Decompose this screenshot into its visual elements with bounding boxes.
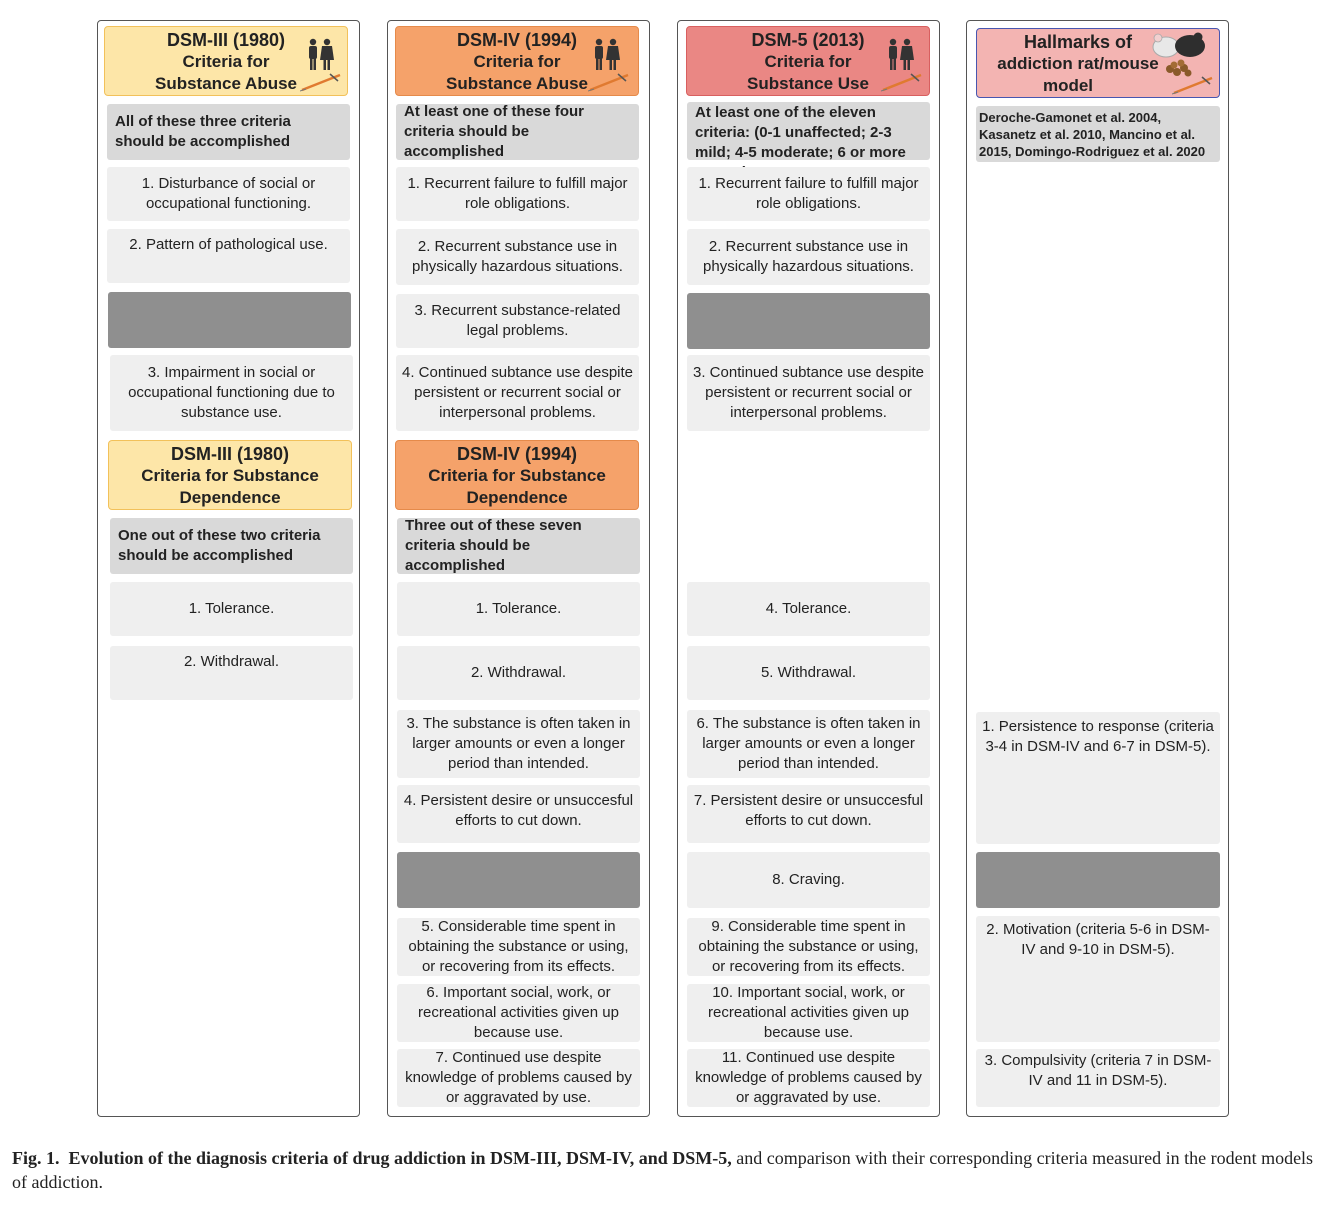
dsm5-empty-slot	[687, 293, 930, 349]
header-title: DSM-III (1980)	[166, 30, 286, 50]
dsm4-dependence-item-1: 1. Tolerance.	[397, 582, 640, 636]
dsm3-abuse-item-2: 2. Pattern of pathological use.	[107, 229, 350, 283]
dsm5-header: DSM-5 (2013) Criteria for Substance Use	[686, 26, 930, 96]
dsm3-abuse-rule: All of these three criteria should be ac…	[107, 104, 350, 160]
dsm3-abuse-item-1: 1. Disturbance of social or occupational…	[107, 167, 350, 221]
caption-bold-text: Evolution of the diagnosis criteria of d…	[68, 1148, 732, 1168]
dsm3-dependence-item-2: 2. Withdrawal.	[110, 646, 353, 700]
dsm4-abuse-item-4: 4. Continued subtance use despite persis…	[396, 355, 639, 431]
header-subtitle: Criteria for Substance	[141, 466, 319, 485]
header-subtitle: Criteria for	[182, 52, 270, 71]
dsm5-item-2: 2. Recurrent substance use in physically…	[687, 229, 930, 285]
dsm3-abuse-header: DSM-III (1980) Criteria for Substance Ab…	[104, 26, 348, 96]
dsm4-abuse-header: DSM-IV (1994) Criteria for Substance Abu…	[395, 26, 639, 96]
dsm4-dependence-item-5: 5. Considerable time spent in obtaining …	[397, 918, 640, 976]
dsm4-dependence-rule: Three out of these seven criteria should…	[397, 517, 640, 574]
syringe-icon	[881, 73, 922, 92]
header-subtitle: Criteria for Substance	[428, 466, 606, 485]
dsm5-item-3: 3. Continued subtance use despite persis…	[687, 355, 930, 431]
header-subtitle: Criteria for	[764, 52, 852, 71]
dsm4-dependence-item-4: 4. Persistent desire or unsuccesful effo…	[397, 785, 640, 843]
caption-text: and comparison with their corresponding …	[12, 1148, 1314, 1192]
dsm4-dependence-item-2: 2. Withdrawal.	[397, 646, 640, 700]
people-icon	[309, 38, 334, 70]
header-subtitle: Dependence	[466, 488, 568, 507]
header-subtitle: Dependence	[179, 488, 281, 507]
dsm5-item-4: 4. Tolerance.	[687, 582, 930, 636]
header-subtitle: model	[1042, 76, 1094, 95]
dsm4-dependence-item-3: 3. The substance is often taken in large…	[397, 710, 640, 778]
header-subtitle: Substance Use	[747, 74, 869, 93]
dsm4-abuse-item-3: 3. Recurrent substance-related legal pro…	[396, 294, 639, 348]
header-subtitle: Substance Abuse	[154, 74, 298, 93]
dsm4-dependence-item-7: 7. Continued use despite knowledge of pr…	[397, 1049, 640, 1107]
dsm5-item-6: 6. The substance is often taken in large…	[687, 710, 930, 778]
rodent-item-1: 1. Persistence to response (criteria 3-4…	[976, 712, 1220, 844]
dsm3-empty-slot	[108, 292, 351, 348]
dsm4-dependence-header: DSM-IV (1994) Criteria for Substance Dep…	[395, 440, 639, 510]
caption-label: Fig. 1.	[12, 1148, 60, 1168]
header-title: DSM-III (1980)	[170, 444, 290, 464]
syringe-icon	[1172, 76, 1213, 95]
header-title: Hallmarks of	[1023, 32, 1133, 52]
rodent-item-3: 3. Compulsivity (criteria 7 in DSM-IV an…	[976, 1049, 1220, 1107]
dsm5-item-5: 5. Withdrawal.	[687, 646, 930, 700]
dsm3-dependence-header: DSM-III (1980) Criteria for Substance De…	[108, 440, 352, 510]
rodent-item-2: 2. Motivation (criteria 5-6 in DSM-IV an…	[976, 916, 1220, 1042]
dsm5-item-1: 1. Recurrent failure to fulfill major ro…	[687, 167, 930, 221]
dsm3-dependence-rule: One out of these two criteria should be …	[110, 518, 353, 574]
dsm5-item-10: 10. Important social, work, or recreatio…	[687, 984, 930, 1042]
dsm4-abuse-item-2: 2. Recurrent substance use in physically…	[396, 229, 639, 285]
dsm4-empty-slot	[397, 852, 640, 908]
dsm5-item-7: 7. Persistent desire or unsuccesful effo…	[687, 785, 930, 843]
dsm3-dependence-item-1: 1. Tolerance.	[110, 582, 353, 636]
dsm4-abuse-item-1: 1. Recurrent failure to fulfill major ro…	[396, 167, 639, 221]
dsm5-item-8: 8. Craving.	[687, 852, 930, 908]
header-title: DSM-5 (2013)	[751, 30, 865, 50]
rodent-empty-slot	[976, 852, 1220, 908]
dsm3-abuse-item-3: 3. Impairment in social or occupational …	[110, 355, 353, 431]
dsm4-abuse-rule: At least one of these four criteria shou…	[396, 103, 639, 160]
header-title: DSM-IV (1994)	[456, 30, 578, 50]
rodent-references: Deroche-Gamonet et al. 2004, Kasanetz et…	[976, 106, 1220, 162]
rodents-icon	[1152, 32, 1205, 77]
header-subtitle: Criteria for	[473, 52, 561, 71]
header-subtitle: addiction rat/mouse	[997, 54, 1159, 73]
syringe-icon	[300, 73, 341, 92]
people-icon	[889, 38, 914, 70]
header-subtitle: Substance Abuse	[445, 74, 589, 93]
dsm4-dependence-item-6: 6. Important social, work, or recreation…	[397, 984, 640, 1042]
figure-caption: Fig. 1. Evolution of the diagnosis crite…	[12, 1146, 1322, 1194]
dsm5-item-11: 11. Continued use despite knowledge of p…	[687, 1049, 930, 1107]
header-title: DSM-IV (1994)	[456, 444, 578, 464]
dsm5-rule: At least one of the eleven criteria: (0-…	[687, 102, 930, 181]
dsm5-item-9: 9. Considerable time spent in obtaining …	[687, 918, 930, 976]
people-icon	[595, 38, 620, 70]
syringe-icon	[588, 73, 629, 92]
